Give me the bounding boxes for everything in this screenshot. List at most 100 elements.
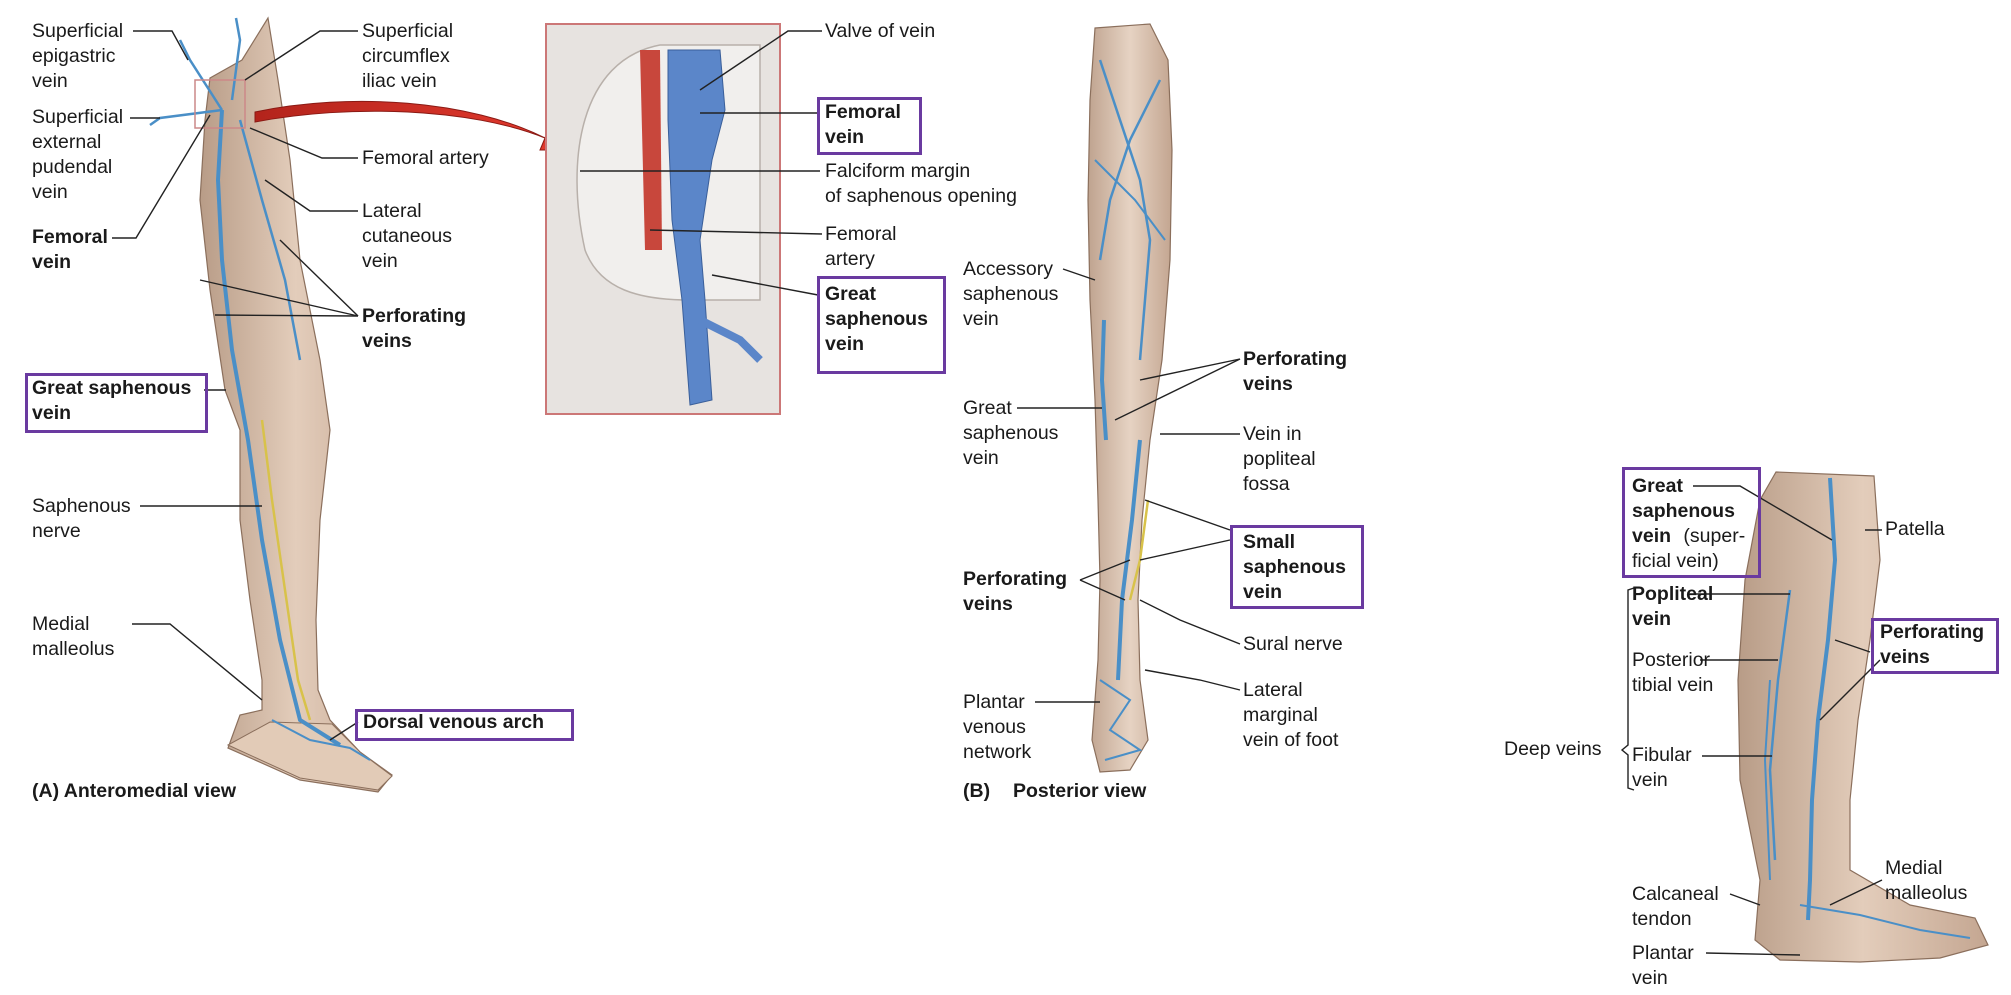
leader-small-saphenous-1 (1144, 499, 1231, 531)
leader-femoral-artery (249, 127, 358, 159)
highlight-dorsal-venous-arch (355, 709, 574, 741)
highlight-great-saphenous-inset (817, 276, 946, 374)
panel-c-foot-veins (1799, 904, 1971, 939)
leader-lines (112, 30, 1883, 956)
label-great-saphenous-vein-inset: Great saphenous vein (825, 283, 928, 355)
leader-accessory (1062, 268, 1096, 281)
panel-a-nerve (260, 419, 312, 721)
leader-perforating-c-1 (1834, 639, 1871, 653)
leader-perforating-a-1 (199, 279, 359, 317)
label-lateral-marginal-vein: Lateral marginal vein of foot (1243, 679, 1339, 751)
panel-c-leg (1737, 471, 1989, 963)
inset-artery (640, 50, 662, 250)
leader-medial-malleolus-c (1829, 879, 1883, 906)
caption-panel-b-text: Posterior view (1013, 780, 1147, 802)
leader-perforating-b-right-1 (1139, 358, 1241, 381)
panel-a-leg-shape (199, 16, 393, 793)
label-perforating-veins-b-right: Perforating veins (1243, 348, 1348, 395)
label-small-saphenous-vein: Small saphenous vein (1243, 531, 1346, 603)
label-superficial-external-pudendal-vein: Superficial external pudendal vein (32, 106, 124, 203)
label-plantar-vein: Plantar vein (1632, 942, 1694, 989)
label-popliteal-vein: Popliteal vein (1632, 583, 1714, 630)
panel-a-great-saphenous-vein (215, 109, 342, 747)
leader-perforating-a-3 (279, 239, 359, 317)
label-dorsal-venous-arch: Dorsal venous arch (363, 711, 544, 733)
label-femoral-artery-inset: Femoral artery (825, 223, 897, 270)
label-gsv-c-suffix: (super- (1678, 525, 1746, 547)
leader-perforating-b-left-1 (1079, 579, 1126, 601)
highlight-gsv-c (1622, 467, 1761, 578)
label-plantar-venous-network: Plantar venous network (963, 691, 1032, 763)
panel-c-deep-veins-2 (1763, 679, 1771, 881)
panel-a-vein-branch-5 (271, 719, 371, 761)
label-perforating-veins-a: Perforating veins (362, 305, 467, 352)
highlight-femoral-vein-inset (817, 97, 922, 155)
panel-c-great-saphenous (1806, 477, 1838, 921)
leader-circumflex (244, 30, 358, 81)
leader-perforating-b-left-2 (1079, 559, 1131, 581)
panel-a-inset-box (194, 79, 246, 129)
leader-dorsal-arch (329, 721, 359, 741)
label-gsv-c-suffix-2: ficial vein) (1632, 550, 1719, 572)
leader-sural (1139, 599, 1241, 645)
label-valve-of-vein: Valve of vein (825, 20, 936, 42)
label-calcaneal-tendon: Calcaneal tendon (1632, 883, 1719, 930)
label-great-saphenous-vein-b: Great saphenous vein (963, 397, 1059, 469)
label-lateral-cutaneous-vein: Lateral cutaneous vein (362, 200, 452, 272)
label-fibular-vein: Fibular vein (1632, 744, 1692, 791)
highlight-perforating-c (1871, 618, 1999, 674)
leader-lateral-cutaneous (264, 179, 358, 212)
panel-a-vein-branch-1 (238, 119, 302, 361)
leader-great-saphenous-inset (711, 274, 819, 296)
label-superficial-epigastric-vein: Superficial epigastric vein (32, 20, 124, 92)
leader-perforating-c-2 (1819, 659, 1881, 721)
panel-b-small-saphenous (1116, 439, 1142, 681)
label-femoral-vein-inset: Femoral vein (825, 101, 901, 148)
label-saphenous-nerve: Saphenous nerve (32, 495, 131, 542)
label-sural-nerve: Sural nerve (1243, 633, 1343, 655)
leader-femoral-vein (112, 114, 211, 239)
highlight-great-saphenous-a (25, 373, 208, 433)
label-great-saphenous-vein-c: Great saphenous vein (1632, 475, 1735, 547)
label-femoral-artery-a: Femoral artery (362, 147, 489, 169)
leader-plantar-vein (1705, 952, 1801, 956)
panel-b-great-saphenous (1099, 319, 1108, 441)
label-patella: Patella (1885, 518, 1945, 540)
panel-a-foot (226, 721, 393, 791)
panel-c-deep-veins-1 (1768, 589, 1792, 861)
label-falciform-margin: Falciform margin of saphenous opening (825, 160, 1017, 207)
label-vein-in-popliteal-fossa: Vein in popliteal fossa (1243, 423, 1316, 495)
highlight-small-saphenous (1230, 525, 1364, 609)
panel-b-vein-network-1 (1098, 59, 1152, 361)
leader-superficial-epigastric (133, 30, 189, 61)
caption-panel-a: (A) Anteromedial view (32, 780, 237, 802)
caption-panel-b-letter: (B) (963, 780, 991, 802)
panel-a-vein-branch-2 (178, 39, 224, 111)
leader-lateral-marginal (1144, 669, 1241, 691)
deep-veins-bracket (1620, 587, 1635, 791)
leader-gsv-c (1693, 485, 1833, 541)
leader-medial-malleolus (132, 623, 263, 701)
inset-group (545, 23, 781, 415)
leader-perforating-b-right-2 (1114, 358, 1241, 421)
label-medial-malleolus-c: Medial malleolus (1885, 857, 1968, 904)
panel-b-vein-network-3 (1094, 159, 1166, 241)
leader-calcaneal (1729, 893, 1761, 906)
panel-a-leg (149, 16, 393, 793)
label-posterior-tibial-vein: Posterior tibial vein (1632, 649, 1714, 696)
label-superficial-circumflex-iliac-vein: Superficial circumflex iliac vein (362, 20, 454, 92)
panel-b-leg (1087, 23, 1173, 773)
panel-b-plantar-network (1099, 679, 1143, 761)
panel-c-leg-shape (1737, 471, 1989, 963)
panel-b-vein-network-2 (1098, 79, 1162, 261)
label-accessory-saphenous-vein: Accessory saphenous vein (963, 258, 1059, 330)
leader-femoral-artery-inset (649, 229, 823, 235)
label-great-saphenous-vein-a: Great saphenous vein (32, 377, 192, 424)
label-perforating-veins-c: Perforating veins (1880, 621, 1985, 668)
label-medial-malleolus-a: Medial malleolus (32, 613, 115, 660)
label-perforating-veins-b-left: Perforating veins (963, 568, 1068, 615)
inset-vein-branch (698, 316, 763, 363)
leader-perforating-a-2 (214, 314, 359, 317)
